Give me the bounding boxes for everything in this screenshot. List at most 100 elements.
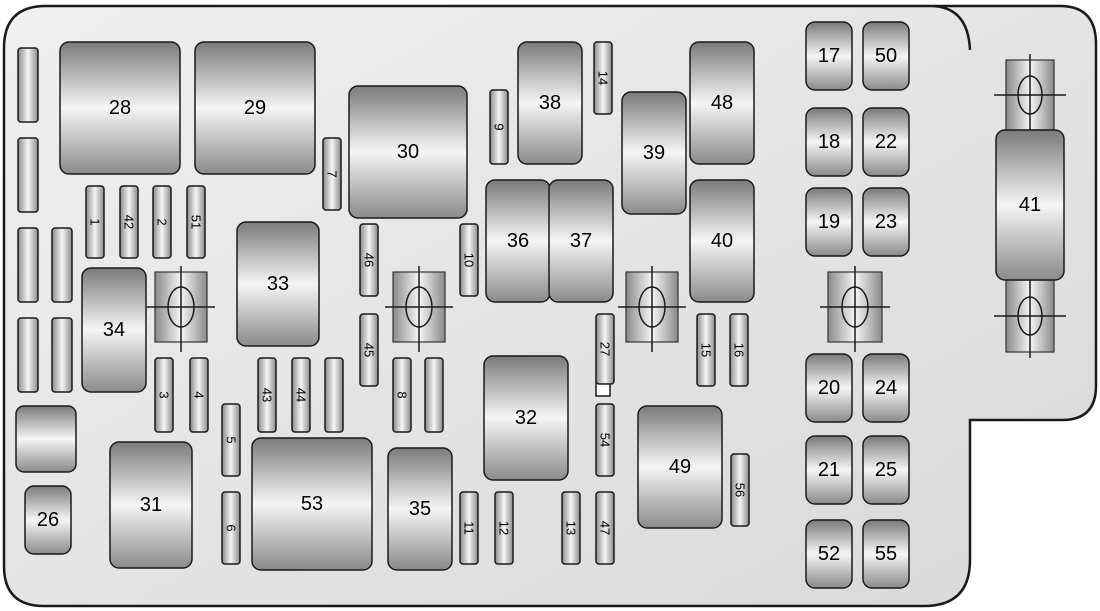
component-label: 50 bbox=[875, 45, 897, 67]
component-label: 21 bbox=[818, 459, 840, 481]
component-body bbox=[595, 313, 615, 385]
component-10: 10 bbox=[459, 223, 479, 297]
component-label: 1 bbox=[88, 218, 103, 225]
component-body bbox=[595, 403, 615, 477]
component-53: 53 bbox=[251, 437, 373, 571]
component-17: 17 bbox=[805, 21, 853, 91]
component-body bbox=[729, 313, 749, 387]
component-body bbox=[805, 187, 853, 257]
component-body bbox=[494, 491, 514, 565]
component-body bbox=[459, 223, 479, 297]
mounting-bolt-icon bbox=[618, 266, 686, 352]
component-label: 11 bbox=[462, 521, 477, 535]
component-20: 20 bbox=[805, 353, 853, 423]
mounting-bolts bbox=[147, 54, 1066, 358]
component-body bbox=[730, 453, 750, 527]
component-body bbox=[221, 491, 241, 565]
component-body bbox=[483, 355, 569, 481]
component-body bbox=[236, 221, 320, 347]
component-body bbox=[186, 185, 206, 259]
component-39: 39 bbox=[621, 91, 687, 215]
component-25: 25 bbox=[862, 435, 910, 505]
component-label: 4 bbox=[192, 391, 207, 398]
component-body bbox=[154, 357, 174, 433]
blank-slot bbox=[51, 317, 73, 393]
component-label: 14 bbox=[596, 71, 611, 85]
component-body bbox=[862, 435, 910, 505]
blank-slot bbox=[424, 357, 444, 433]
component-body bbox=[387, 447, 453, 571]
component-body bbox=[689, 41, 755, 165]
component-body bbox=[221, 403, 241, 477]
component-37: 37 bbox=[548, 179, 614, 303]
component-26: 26 bbox=[24, 485, 72, 555]
component-label: 53 bbox=[301, 493, 323, 515]
component-29: 29 bbox=[194, 41, 316, 175]
blank-slot bbox=[324, 357, 344, 433]
component-label: 29 bbox=[244, 97, 266, 119]
component-label: 42 bbox=[122, 215, 137, 229]
component-label: 48 bbox=[711, 92, 733, 114]
component-28: 28 bbox=[59, 41, 181, 175]
component-label: 27 bbox=[598, 342, 613, 356]
component-52: 52 bbox=[805, 519, 853, 589]
component-47: 47 bbox=[595, 491, 615, 565]
component-body bbox=[689, 179, 755, 303]
mounting-bolt-icon bbox=[147, 266, 215, 352]
component-label: 34 bbox=[103, 319, 125, 341]
component-55: 55 bbox=[862, 519, 910, 589]
component-35: 35 bbox=[387, 447, 453, 571]
component-body bbox=[696, 313, 716, 387]
component-9: 9 bbox=[489, 89, 509, 165]
component-label: 9 bbox=[492, 123, 507, 130]
component-12: 12 bbox=[494, 491, 514, 565]
component-7: 7 bbox=[322, 137, 342, 211]
component-label: 5 bbox=[224, 436, 239, 443]
component-11: 11 bbox=[459, 491, 479, 565]
component-body bbox=[81, 267, 147, 393]
component-body bbox=[805, 107, 853, 177]
component-body bbox=[109, 441, 193, 569]
component-15: 15 bbox=[696, 313, 716, 387]
component-body bbox=[119, 185, 139, 259]
component-body bbox=[561, 491, 581, 565]
component-body bbox=[805, 435, 853, 505]
mounting-bolt-icon bbox=[385, 266, 453, 352]
component-34: 34 bbox=[81, 267, 147, 393]
blank-slot bbox=[15, 405, 77, 473]
component-label: 17 bbox=[818, 45, 840, 67]
component-body bbox=[194, 41, 316, 175]
blank-slot bbox=[17, 47, 39, 123]
component-46: 46 bbox=[359, 223, 379, 297]
component-label: 44 bbox=[294, 388, 309, 402]
component-body bbox=[59, 41, 181, 175]
component-body bbox=[548, 179, 614, 303]
component-label: 18 bbox=[818, 131, 840, 153]
component-6: 6 bbox=[221, 491, 241, 565]
component-label: 46 bbox=[362, 253, 377, 267]
blank-slot bbox=[17, 227, 39, 303]
component-body bbox=[24, 485, 72, 555]
component-label: 22 bbox=[875, 131, 897, 153]
component-42: 42 bbox=[119, 185, 139, 259]
component-19: 19 bbox=[805, 187, 853, 257]
component-45: 45 bbox=[359, 313, 379, 387]
component-label: 23 bbox=[875, 211, 897, 233]
component-38: 38 bbox=[517, 41, 583, 165]
component-label: 51 bbox=[189, 215, 204, 229]
component-1: 1 bbox=[85, 185, 105, 259]
component-label: 54 bbox=[598, 433, 613, 447]
component-label: 20 bbox=[818, 377, 840, 399]
component-label: 25 bbox=[875, 459, 897, 481]
component-label: 10 bbox=[462, 253, 477, 267]
component-body bbox=[637, 405, 723, 529]
component-16: 16 bbox=[729, 313, 749, 387]
component-body bbox=[489, 89, 509, 165]
component-54: 54 bbox=[595, 403, 615, 477]
blank-slot bbox=[51, 227, 73, 303]
component-label: 3 bbox=[157, 391, 172, 398]
component-label: 16 bbox=[732, 343, 747, 357]
component-41: 41 bbox=[995, 129, 1065, 281]
component-label: 35 bbox=[409, 498, 431, 520]
